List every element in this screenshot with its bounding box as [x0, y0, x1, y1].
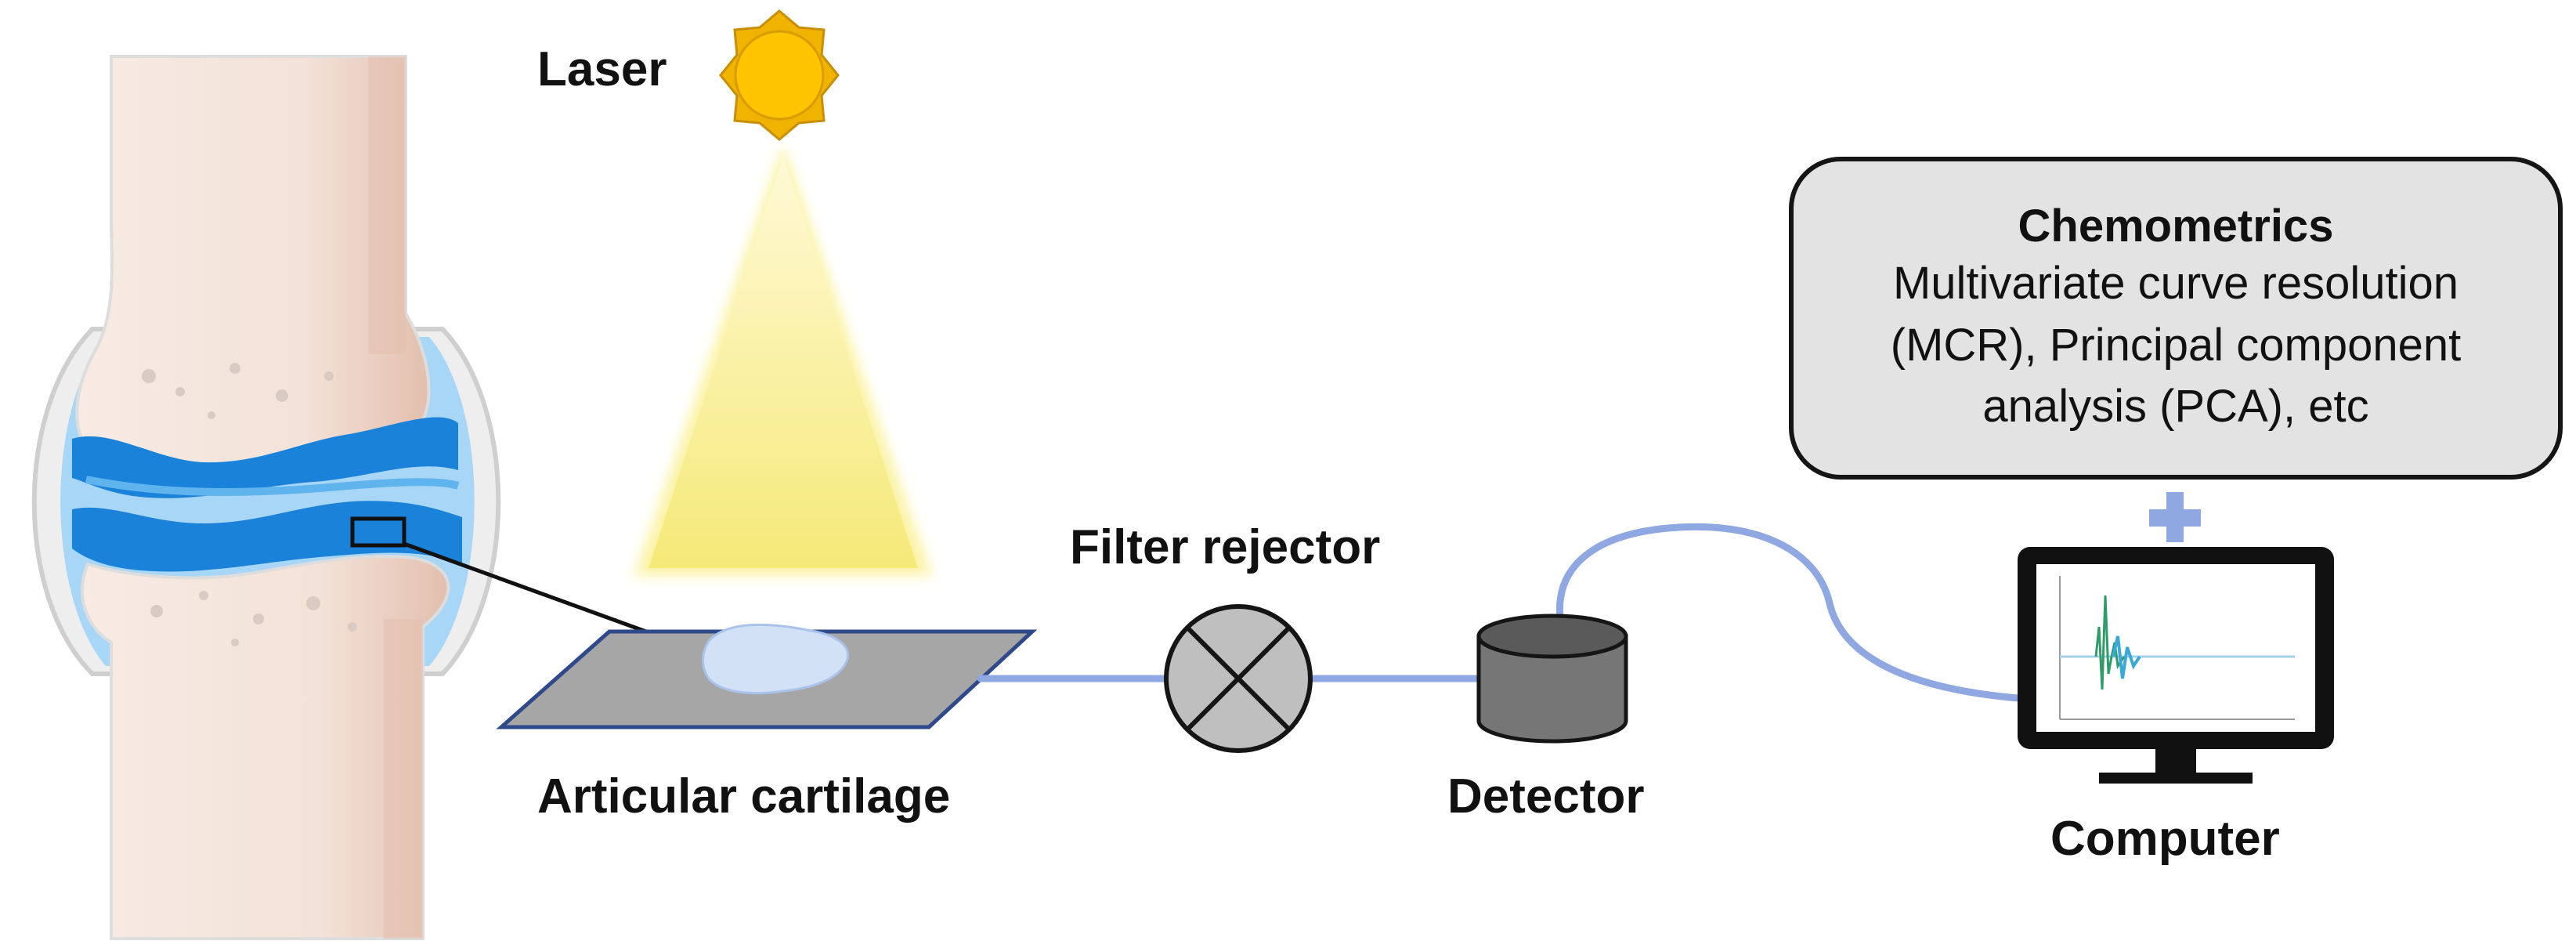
cartilage-sample: [702, 623, 849, 695]
cable-detector-computer: [1555, 523, 2032, 703]
computer-label: Computer: [2050, 812, 2280, 866]
cartilage-highlight: [85, 476, 460, 496]
bone-texture: [142, 363, 357, 646]
screen-spectrum-plot: [2059, 576, 2295, 720]
articular-cartilage-label: Articular cartilage: [537, 769, 951, 823]
chemometrics-box: Chemometrics Multivariate curve resoluti…: [1789, 157, 2563, 480]
sample-plate: [496, 623, 1038, 729]
detector-label: Detector: [1447, 769, 1645, 823]
filter-rejector-label: Filter rejector: [1070, 520, 1381, 574]
detector-cylinder-icon: [1476, 614, 1628, 744]
signal-cables: [977, 523, 2032, 703]
monitor-icon: [2018, 547, 2334, 784]
lower-bone: [81, 555, 450, 940]
filter-rejector-icon: [1164, 604, 1313, 753]
chemometrics-line-3: analysis (PCA), etc: [1982, 380, 2369, 432]
sun-icon: [719, 9, 840, 141]
upper-cartilage: [72, 417, 458, 498]
laser-label: Laser: [537, 42, 667, 96]
plus-icon: [2149, 492, 2201, 542]
laser-beam: [634, 145, 932, 576]
lower-bone-shaft-shade: [384, 619, 423, 939]
chemometrics-line-2: (MCR), Principal component: [1890, 319, 2462, 371]
upper-bone-shaft-shade: [368, 56, 406, 354]
chemometrics-line-1: Multivariate curve resolution: [1892, 258, 2459, 309]
chemometrics-title: Chemometrics: [2018, 200, 2334, 252]
knee-joint-illustration: [31, 55, 501, 940]
zoom-marker: [350, 516, 406, 548]
